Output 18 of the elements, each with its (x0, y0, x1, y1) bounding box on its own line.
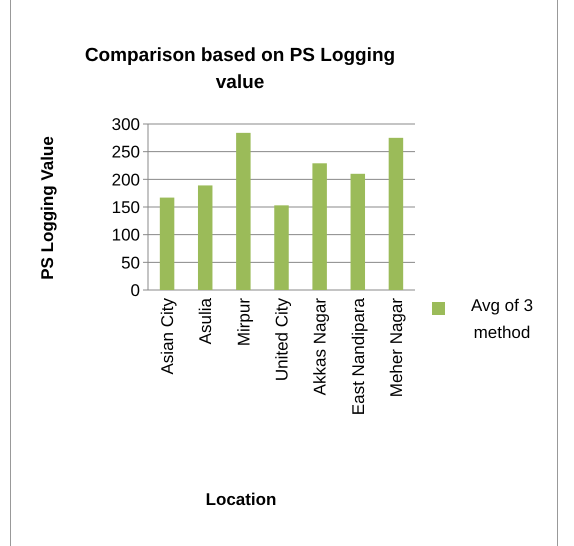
x-axis-title: Location (204, 490, 278, 510)
tick-label: 200 (112, 170, 140, 190)
tick-label: 250 (112, 142, 140, 162)
category-label: East Nandipara (348, 298, 368, 416)
tick-label: 150 (112, 198, 140, 217)
chart-title: Comparison based on PS Logging value (84, 44, 396, 95)
category-label: Meher Nagar (386, 298, 406, 398)
category-label: Mirpur (234, 298, 254, 346)
tick-label: 300 (112, 115, 140, 134)
category-label: United City (272, 298, 292, 382)
tick-label: 50 (121, 253, 140, 272)
tick-label: 100 (112, 226, 140, 245)
category-label: Asulia (196, 298, 216, 344)
category-label: Akkas Nagar (310, 298, 330, 396)
y-axis-title: PS Logging Value (38, 135, 58, 282)
legend-label: Avg of 3 method (470, 295, 534, 344)
category-label: Asian City (158, 298, 178, 375)
tick-label: 0 (130, 281, 140, 300)
